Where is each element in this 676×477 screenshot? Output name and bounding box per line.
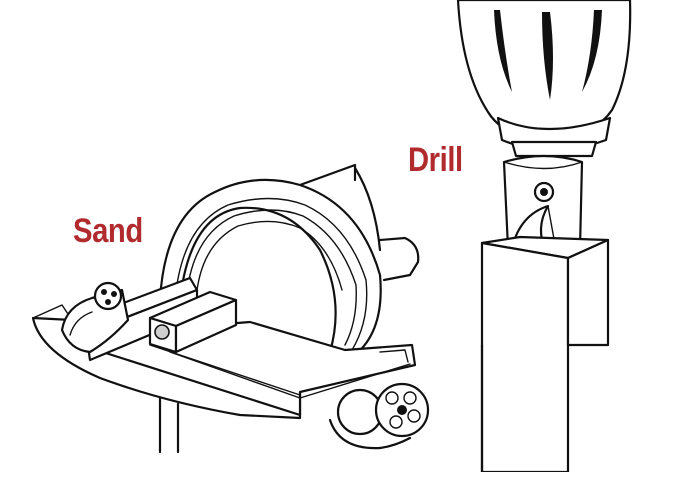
sand-label: Sand	[73, 212, 143, 250]
left-lock-knob	[60, 281, 130, 354]
chuck-ring	[510, 140, 598, 158]
drill-flute-3	[582, 10, 602, 92]
workpiece-hole	[154, 324, 170, 340]
drill-flute-1	[494, 10, 512, 92]
right-adjustment-knob	[328, 382, 430, 450]
drill-illustration	[456, 0, 632, 474]
drill-flute-2	[542, 12, 553, 100]
post-front	[480, 241, 570, 474]
post-side	[566, 238, 610, 347]
disc-guard	[158, 178, 382, 357]
motor-housing-side	[378, 236, 420, 282]
workpiece-side	[174, 298, 238, 354]
sanding-attachment-illustration	[31, 163, 430, 454]
drill-label: Drill	[408, 141, 463, 179]
motor-housing-top	[298, 163, 357, 187]
